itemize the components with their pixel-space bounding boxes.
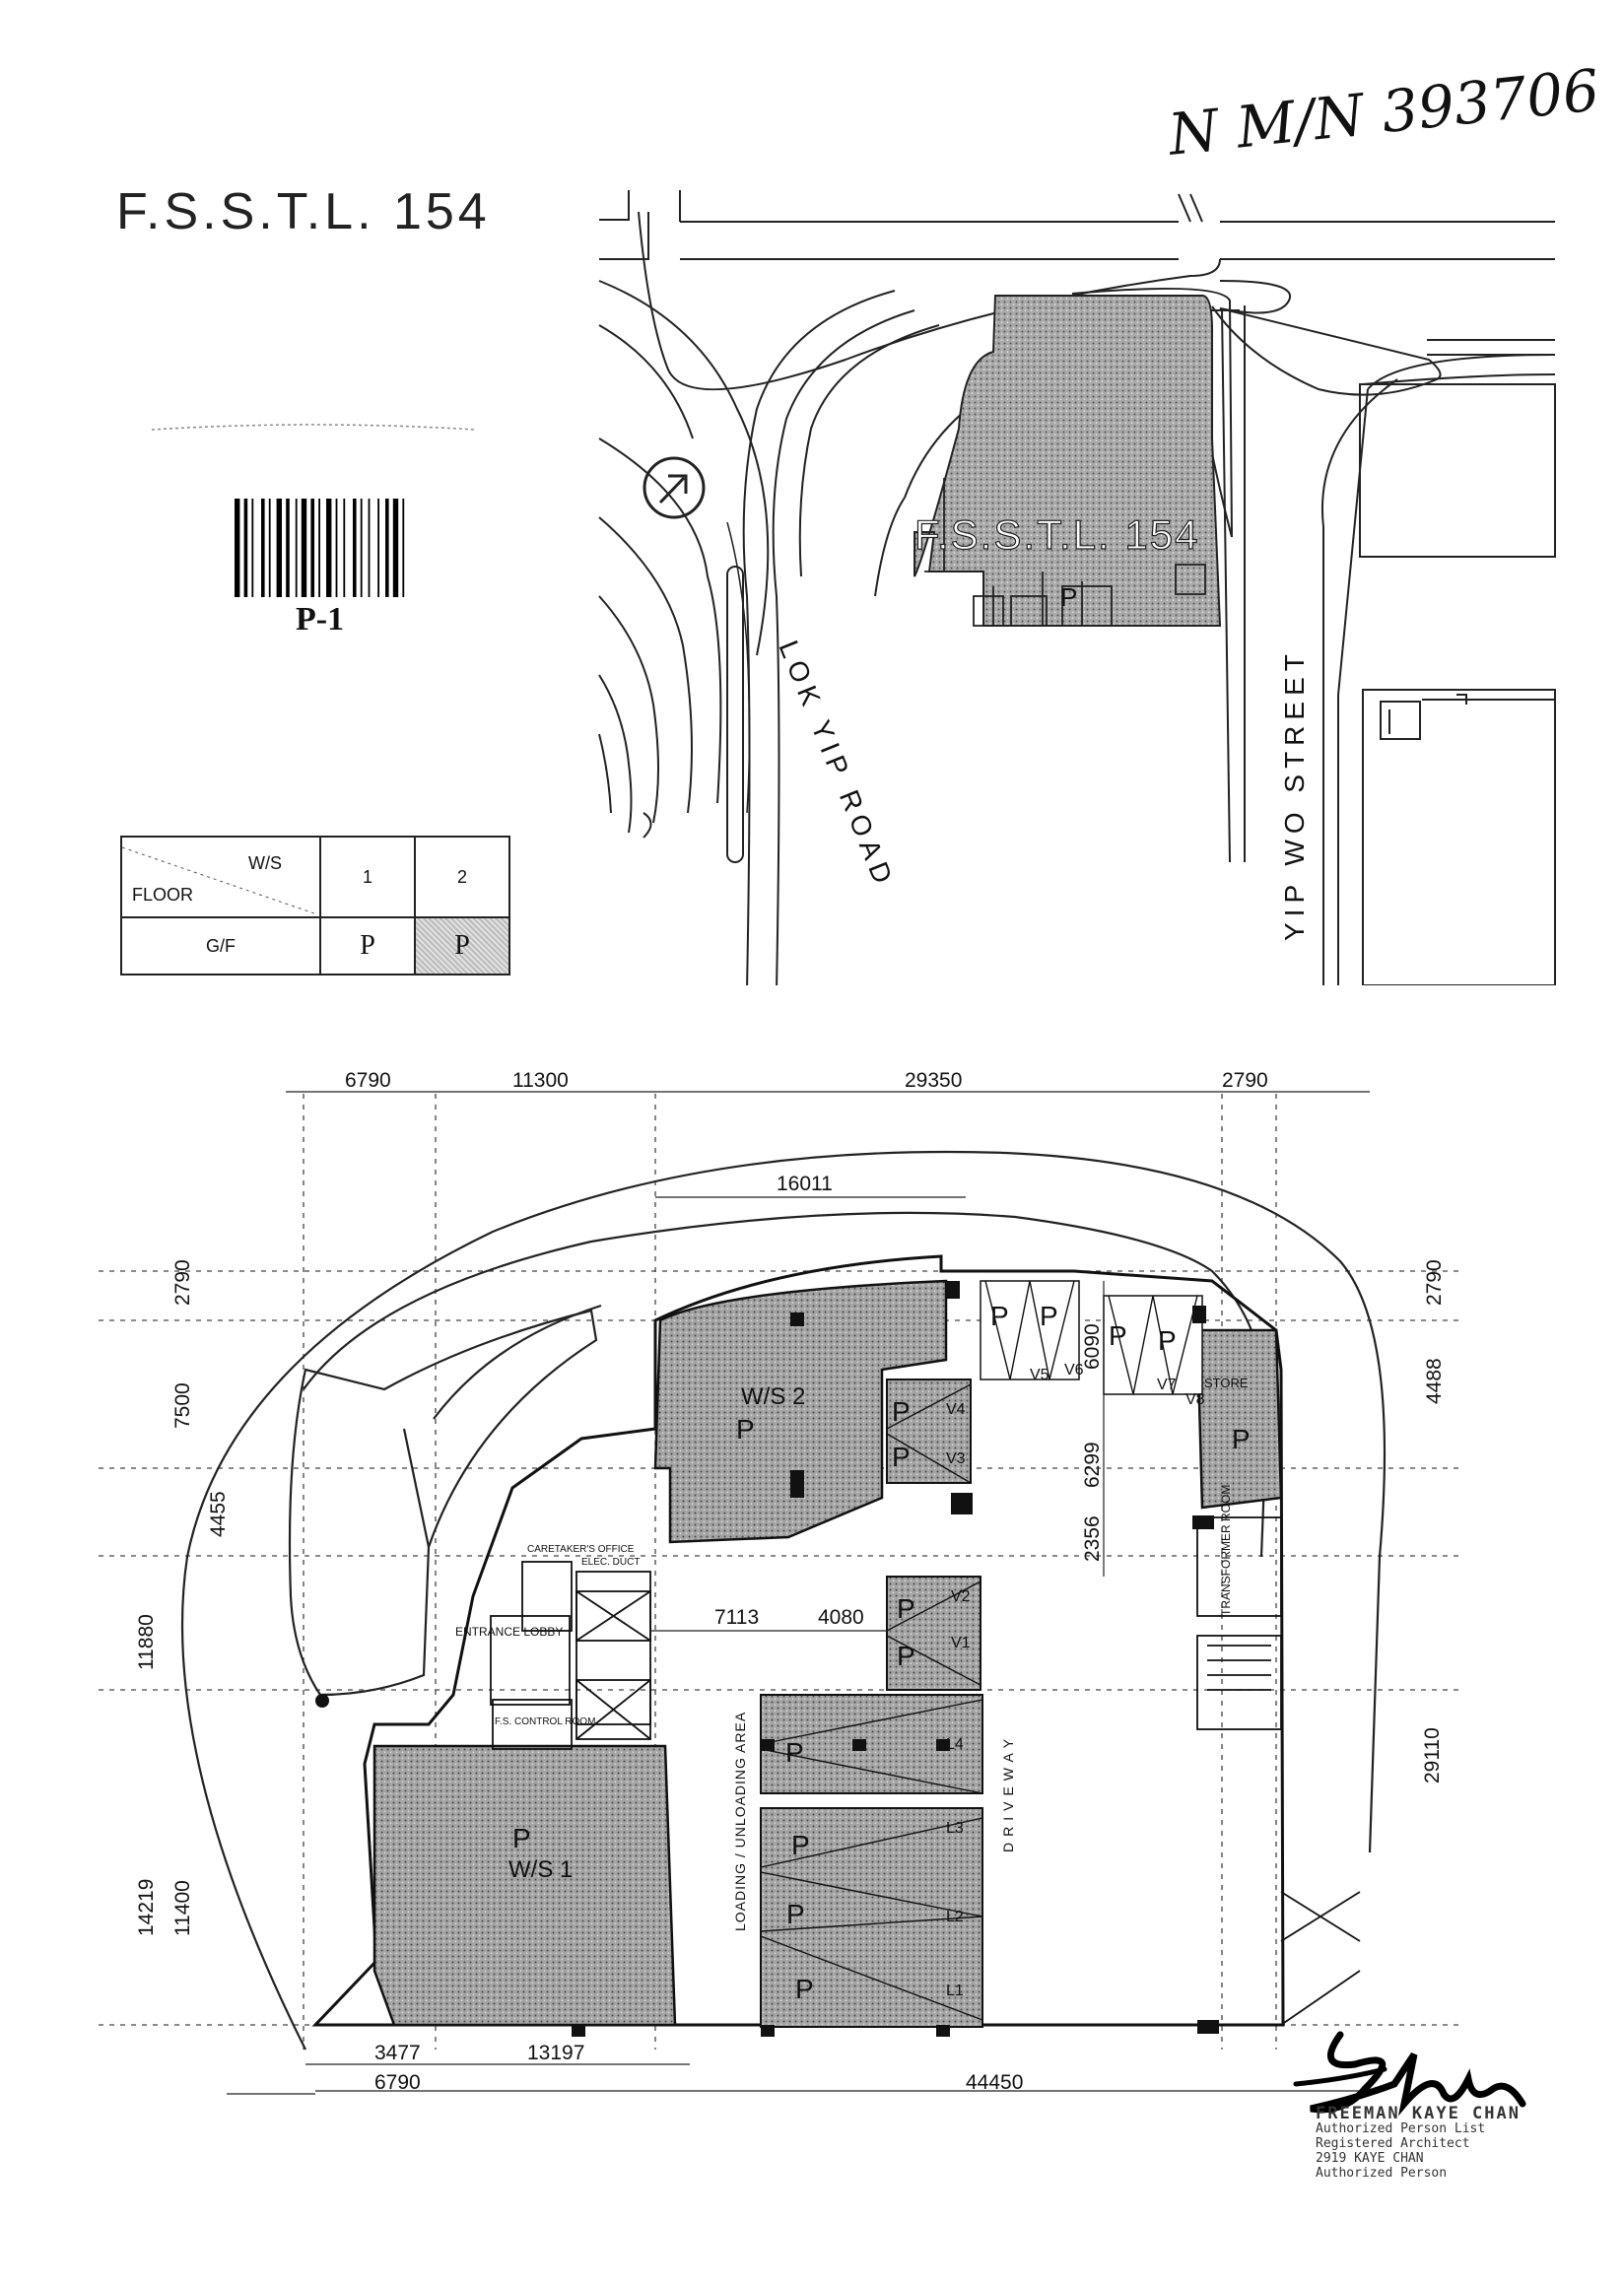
p-mark-l2: P xyxy=(786,1899,805,1929)
site-lot-label: F.S.S.T.L. 154 xyxy=(914,511,1199,558)
barcode-label: P-1 xyxy=(296,601,345,638)
legend-floor: G/F xyxy=(120,916,321,975)
stamp-line-4: Authorized Person xyxy=(1316,2166,1448,2181)
label-fs-control: F.S. CONTROL ROOM xyxy=(495,1716,595,1727)
dim-left-3: 4455 xyxy=(207,1491,230,1537)
architect-stamp: FREEMAN KAYE CHAN Authorized Person List… xyxy=(1316,2104,1572,2182)
dim-bottom-4: 44450 xyxy=(966,2071,1023,2094)
label-transformer: TRANSFORMER ROOM xyxy=(1219,1485,1233,1616)
stamp-line-2: Registered Architect xyxy=(1316,2136,1470,2151)
legend-value-2: P xyxy=(414,916,510,975)
dim-top-3: 29350 xyxy=(905,1069,962,1092)
dim-mid-2: 4080 xyxy=(818,1606,864,1629)
site-parking-mark: P xyxy=(1060,582,1077,612)
bay-v1: V1 xyxy=(951,1635,971,1651)
p-mark-v7: P xyxy=(1109,1320,1127,1351)
bay-l1: L1 xyxy=(946,1983,964,1999)
ground-floor-plan: 6790 11300 29350 2790 16011 2790 7500 44… xyxy=(99,1069,1458,2095)
drawing-title: F.S.S.T.L. 154 xyxy=(116,183,491,240)
dim-inner: 16011 xyxy=(777,1173,833,1195)
dim-mid-3: 6090 xyxy=(1081,1323,1104,1370)
site-plan: F.S.S.T.L. 154 P LOK YIP ROAD YIP WO STR… xyxy=(598,190,1556,985)
handwritten-reference: N M/N 393706 xyxy=(1165,56,1603,168)
barcode-panel xyxy=(151,424,476,597)
bay-l4: L4 xyxy=(946,1736,964,1753)
dim-left-1: 2790 xyxy=(171,1259,194,1306)
p-mark-ws1: P xyxy=(512,1823,531,1853)
p-mark-v5: P xyxy=(990,1301,1009,1331)
bay-v5: V5 xyxy=(1030,1367,1049,1383)
legend-corner-floor: FLOOR xyxy=(132,885,194,905)
dim-bottom-1: 6790 xyxy=(374,2071,421,2094)
dim-mid-4: 6299 xyxy=(1081,1442,1104,1488)
dim-top-4: 2790 xyxy=(1222,1069,1268,1092)
signature xyxy=(1293,2031,1526,2117)
bay-l2: L2 xyxy=(946,1909,964,1925)
label-elec-duct: ELEC. DUCT xyxy=(581,1557,640,1568)
bay-v3: V3 xyxy=(946,1450,966,1467)
bay-v6: V6 xyxy=(1064,1362,1084,1379)
barcode-icon xyxy=(235,499,405,597)
dim-left-2: 7500 xyxy=(171,1382,194,1429)
p-mark-l3: P xyxy=(791,1830,810,1860)
dim-bottom-3: 13197 xyxy=(527,2042,584,2064)
p-mark-v4: P xyxy=(892,1396,911,1427)
stamp-firm: FREEMAN KAYE CHAN xyxy=(1316,2104,1521,2123)
road-lok-yip: LOK YIP ROAD xyxy=(773,637,900,894)
bay-l3: L3 xyxy=(946,1820,964,1837)
p-mark-l1: P xyxy=(795,1974,814,2004)
dim-right-1: 2790 xyxy=(1423,1259,1446,1306)
label-ws1: W/S 1 xyxy=(508,1856,573,1883)
label-caretaker: CARETAKER'S OFFICE xyxy=(527,1544,635,1555)
p-mark-l4: P xyxy=(785,1737,804,1768)
p-mark-v1: P xyxy=(897,1641,915,1671)
bay-v7: V7 xyxy=(1157,1377,1177,1393)
dim-bottom-2: 3477 xyxy=(374,2042,421,2064)
dim-right-2: 4488 xyxy=(1423,1358,1446,1404)
p-mark-store: P xyxy=(1232,1424,1251,1454)
dim-left-6: 11400 xyxy=(171,1880,194,1936)
p-mark-ws2: P xyxy=(736,1414,755,1445)
parking-legend-table: W/S FLOOR 1 2 G/F P P xyxy=(120,836,510,975)
stamp-line-1: Authorized Person List xyxy=(1316,2121,1486,2136)
p-mark-v3: P xyxy=(892,1442,911,1472)
label-store: STORE xyxy=(1204,1376,1249,1390)
label-entrance: ENTRANCE LOBBY xyxy=(455,1625,563,1639)
bay-v8: V8 xyxy=(1185,1391,1205,1408)
label-driveway: DRIVEWAY xyxy=(1000,1733,1016,1852)
dim-right-3: 29110 xyxy=(1421,1727,1444,1783)
p-mark-v2: P xyxy=(897,1593,915,1624)
dim-mid-1: 7113 xyxy=(714,1606,759,1629)
legend-corner-ws: W/S xyxy=(248,853,282,873)
stamp-line-3: 2919 KAYE CHAN xyxy=(1316,2151,1424,2166)
label-ws2: W/S 2 xyxy=(741,1383,805,1410)
dim-mid-5: 2356 xyxy=(1081,1515,1104,1562)
road-yip-wo: YIP WO STREET xyxy=(1279,648,1310,941)
legend-col-1: 1 xyxy=(319,836,416,918)
bay-v4: V4 xyxy=(946,1401,966,1418)
dim-top-1: 6790 xyxy=(345,1069,391,1092)
p-mark-v8: P xyxy=(1158,1325,1177,1356)
north-arrow-icon xyxy=(643,456,706,519)
dim-left-5: 14219 xyxy=(135,1879,158,1936)
p-mark-v6: P xyxy=(1040,1301,1058,1331)
bay-v2: V2 xyxy=(951,1588,971,1605)
dim-top-2: 11300 xyxy=(512,1069,569,1092)
legend-col-2: 2 xyxy=(414,836,510,918)
dim-left-4: 11880 xyxy=(135,1614,158,1670)
label-loading: LOADING / UNLOADING AREA xyxy=(732,1712,748,1931)
legend-value-1: P xyxy=(319,916,416,975)
